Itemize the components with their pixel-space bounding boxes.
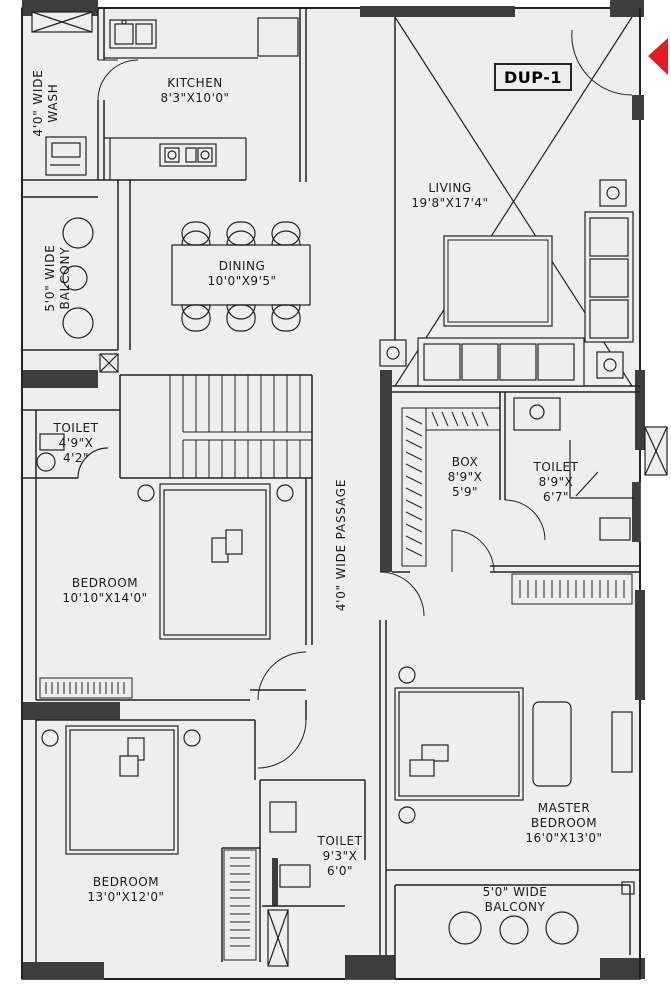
dining-size: 10'0"X9'5" bbox=[207, 274, 277, 288]
sofa-bottom-icon bbox=[417, 337, 585, 387]
box-size1: 8'9"X bbox=[447, 470, 483, 484]
living-label: LIVING 19'8"X17'4" bbox=[395, 181, 505, 211]
dining-table-icon bbox=[171, 221, 311, 332]
dining-name: DINING bbox=[218, 259, 266, 273]
kitchen-size: 8'3"X10'0" bbox=[160, 91, 230, 105]
master-sub: BEDROOM bbox=[530, 816, 598, 830]
kitchen-name: KITCHEN bbox=[167, 76, 223, 90]
bedroom-2-label: BEDROOM 13'0"X12'0" bbox=[66, 875, 186, 905]
stove-icon bbox=[164, 147, 213, 163]
bedroom-1-label: BEDROOM 10'10"X14'0" bbox=[44, 576, 166, 606]
side-tables-icon bbox=[379, 179, 627, 379]
toilet-right-size2: 6'7" bbox=[542, 490, 570, 504]
wardrobe-bedroom-2 bbox=[223, 849, 257, 961]
box-label: BOX 8'9"X 5'9" bbox=[434, 455, 496, 500]
bed-icon-bedroom-2 bbox=[41, 725, 201, 855]
unit-badge: DUP-1 bbox=[494, 63, 572, 91]
balcony-left-name: 5'0" WIDE bbox=[43, 244, 57, 312]
balcony-left-sub: BALCONY bbox=[58, 246, 72, 310]
kitchen-counter bbox=[104, 57, 258, 180]
tv-unit-icon bbox=[443, 235, 553, 327]
staircase bbox=[169, 375, 312, 478]
entry-arrow-icon bbox=[648, 38, 668, 75]
toilet-right-name: TOILET bbox=[533, 460, 579, 474]
balcony-bottom-name: 5'0" WIDE bbox=[482, 885, 548, 899]
main-door-swing bbox=[571, 29, 633, 96]
toilet-right-fixtures bbox=[513, 397, 635, 541]
balcony-bottom-chairs-icon bbox=[448, 881, 635, 945]
master-wardrobe bbox=[511, 573, 633, 605]
toilet-left-name: TOILET bbox=[53, 421, 99, 435]
master-name: MASTER bbox=[537, 801, 591, 815]
toilet-bottom-label: TOILET 9'3"X 6'0" bbox=[308, 834, 372, 879]
living-name: LIVING bbox=[428, 181, 472, 195]
bed-icon-master bbox=[394, 666, 524, 824]
sofa-right-icon bbox=[584, 211, 634, 343]
box-name: BOX bbox=[451, 455, 479, 469]
washing-machine-icon bbox=[45, 136, 87, 176]
kitchen-label: KITCHEN 8'3"X10'0" bbox=[130, 76, 260, 106]
balcony-left-label: 5'0" WIDE BALCONY bbox=[43, 226, 77, 330]
passage-name: 4'0" WIDE PASSAGE bbox=[334, 478, 348, 612]
interior-walls bbox=[22, 8, 640, 979]
toilet-right-size1: 8'9"X bbox=[538, 475, 574, 489]
toilet-right-door-swing bbox=[504, 499, 546, 541]
outer-walls bbox=[21, 7, 641, 980]
bedroom-2-name: BEDROOM bbox=[92, 875, 160, 889]
master-bench-icon bbox=[532, 701, 633, 787]
balcony-bottom-sub: BALCONY bbox=[484, 900, 546, 914]
balcony-bottom-label: 5'0" WIDE BALCONY bbox=[466, 885, 564, 915]
shaft-markers bbox=[31, 11, 119, 373]
passage-label: 4'0" WIDE PASSAGE bbox=[334, 475, 350, 615]
wash-door-swing bbox=[97, 59, 139, 101]
wash-name: 4'0" WIDE bbox=[31, 69, 45, 137]
passage-door-swing bbox=[379, 571, 425, 617]
kitchen-sink-icon bbox=[109, 19, 157, 49]
bedroom-1-name: BEDROOM bbox=[71, 576, 139, 590]
bedroom-2-door-swing bbox=[257, 719, 307, 769]
solid-walls bbox=[22, 0, 645, 979]
box-door-swing bbox=[451, 529, 495, 573]
wash-label: 4'0" WIDE WASH bbox=[31, 55, 65, 151]
toilet-bottom-name: TOILET bbox=[317, 834, 363, 848]
toilet-left-label: TOILET 4'9"X 4'2" bbox=[46, 421, 106, 466]
toilet-right-label: TOILET 8'9"X 6'7" bbox=[524, 460, 588, 505]
bedroom-1-door-swing bbox=[257, 651, 307, 701]
box-size2: 5'9" bbox=[451, 485, 479, 499]
toilet-left-size1: 4'9"X bbox=[58, 436, 94, 450]
bedroom-1-size: 10'10"X14'0" bbox=[62, 591, 148, 605]
balcony-chairs-icon bbox=[62, 217, 94, 339]
living-size: 19'8"X17'4" bbox=[411, 196, 489, 210]
toilet-left-size2: 4'2" bbox=[62, 451, 90, 465]
fridge-icon bbox=[257, 17, 299, 57]
toilet-bottom-size1: 9'3"X bbox=[322, 849, 358, 863]
wardrobe-bedroom-1 bbox=[39, 677, 133, 699]
dining-label: DINING 10'0"X9'5" bbox=[180, 259, 304, 289]
box-wardrobe bbox=[401, 407, 501, 567]
bedroom-2-size: 13'0"X12'0" bbox=[87, 890, 165, 904]
master-bedroom-label: MASTER BEDROOM 16'0"X13'0" bbox=[514, 801, 614, 846]
toilet-bottom-size2: 6'0" bbox=[326, 864, 354, 878]
tv-unit-inner bbox=[447, 239, 549, 323]
toilet-left-fixtures bbox=[36, 433, 109, 479]
window-right-icon bbox=[644, 426, 668, 476]
toilet-bottom-fixtures bbox=[267, 801, 311, 967]
bed-icon-bedroom-1 bbox=[137, 483, 294, 640]
wash-sub: WASH bbox=[46, 83, 60, 123]
master-size: 16'0"X13'0" bbox=[525, 831, 603, 845]
